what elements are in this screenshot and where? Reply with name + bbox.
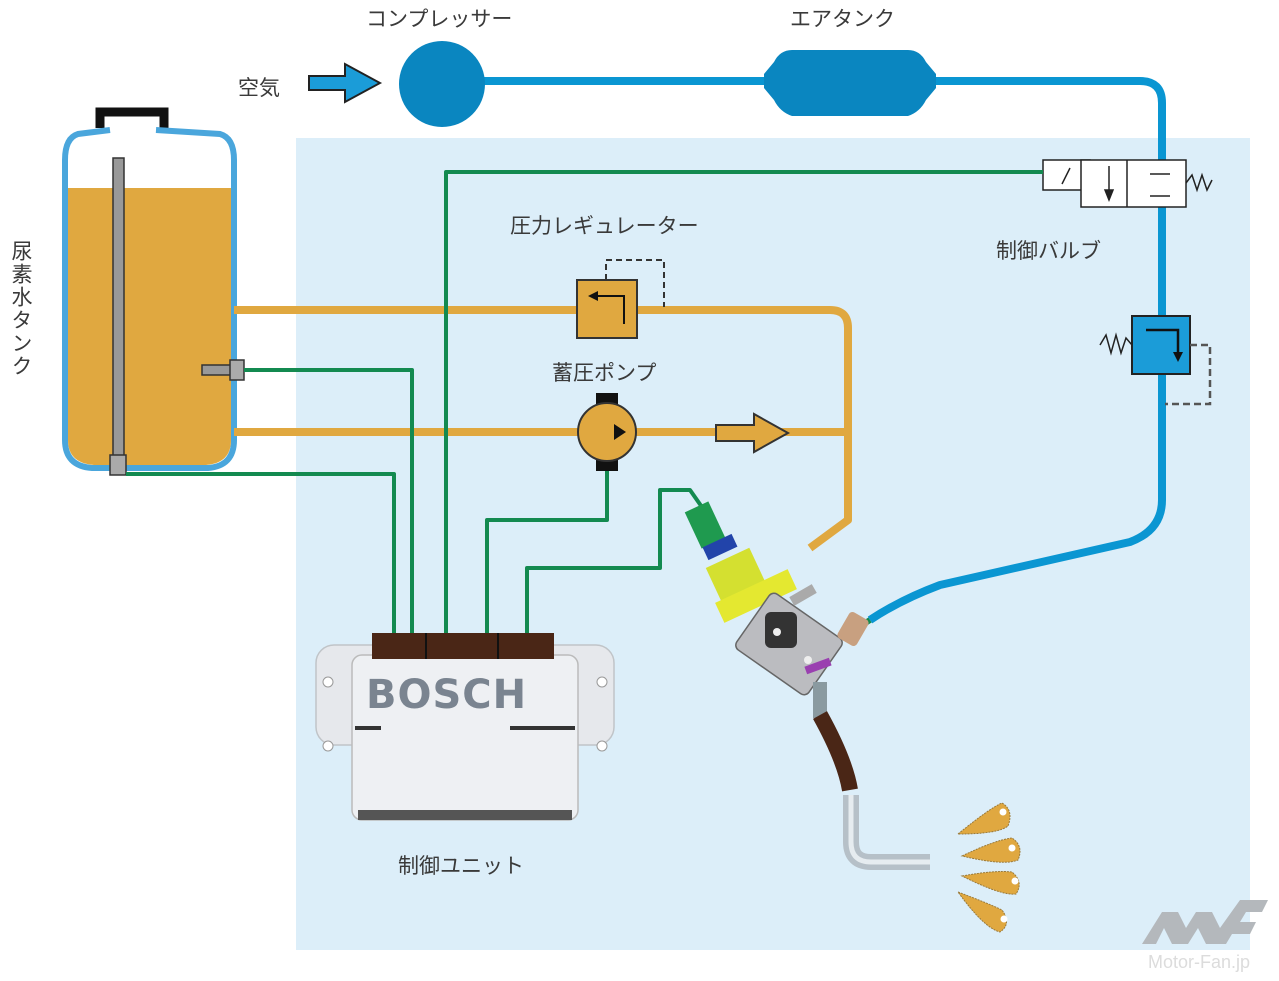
urea-tank-label: 尿素水タンク: [9, 240, 33, 378]
accumulator-pump-icon: [577, 393, 637, 471]
air-tank-icon: [764, 50, 936, 116]
signal-lines: [126, 170, 1043, 640]
compressor-icon: [399, 41, 485, 127]
air-line: [440, 77, 1166, 624]
dosing-injector: [684, 501, 869, 718]
air-label: 空気: [238, 76, 280, 100]
air-pressure-valve-icon: [1099, 315, 1212, 406]
urea-tank: [62, 107, 245, 476]
compressor-label: コンプレッサー: [366, 7, 513, 31]
control-unit-ecu: [315, 633, 615, 821]
pressure-regulator-label: 圧力レギュレーター: [510, 214, 699, 238]
control-valve-icon: [1042, 159, 1213, 208]
control-unit-label: 制御ユニット: [398, 854, 524, 878]
flow-direction-arrow-icon: [715, 412, 791, 454]
urea-spray-icon: [956, 802, 1021, 933]
urea-fluid: [68, 188, 231, 465]
air-tank-label: エアタンク: [790, 7, 895, 31]
ecu-brand-logo: BOSCH: [366, 672, 528, 718]
level-sensor-nut: [109, 454, 127, 476]
level-sensor-rod: [112, 157, 125, 461]
control-valve-label: 制御バルブ: [996, 239, 1101, 263]
watermark-site: Motor-Fan.jp: [1148, 952, 1251, 972]
accumulator-pump-label: 蓄圧ポンプ: [552, 361, 657, 385]
injection-nozzle: [813, 711, 930, 870]
pressure-regulator-icon: [576, 259, 665, 339]
air-intake-arrow-icon: [308, 62, 383, 104]
